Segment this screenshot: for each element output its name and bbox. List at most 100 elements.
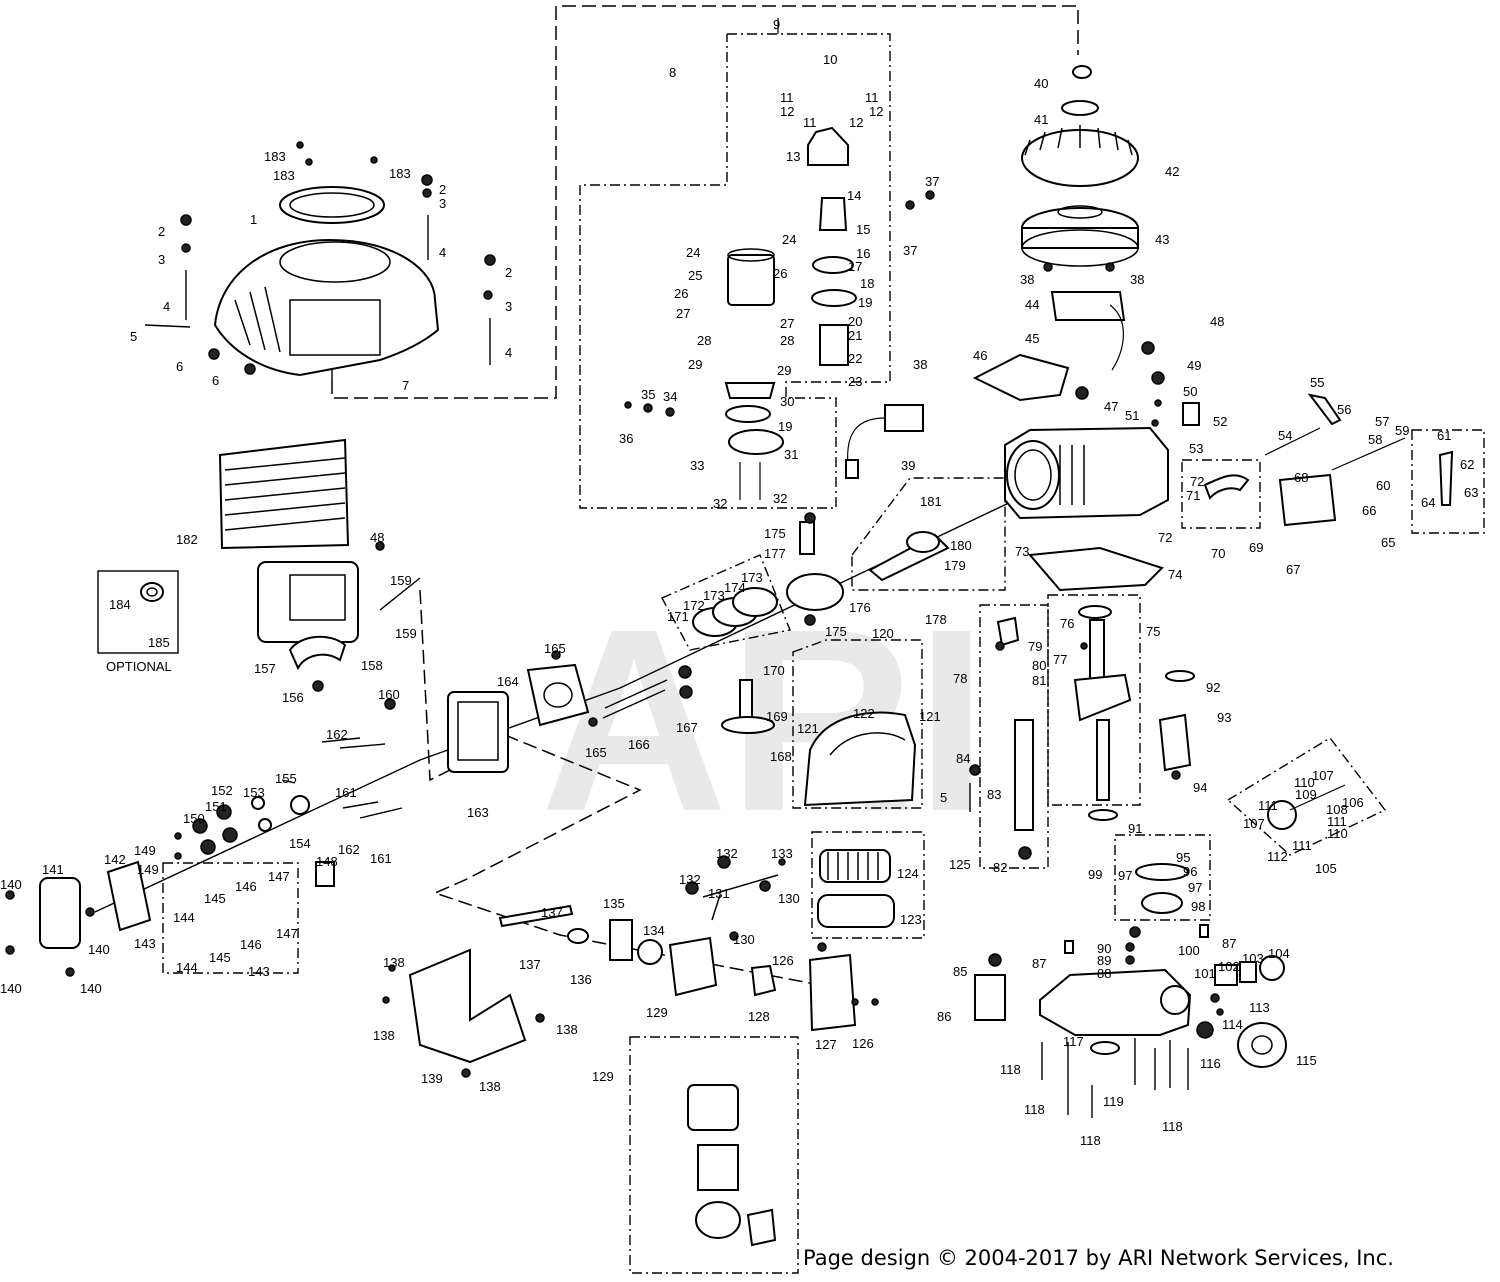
callout-20: 20 bbox=[848, 314, 862, 329]
callout-3a: 3 bbox=[158, 252, 165, 267]
callout-84: 84 bbox=[956, 751, 970, 766]
callout-79: 79 bbox=[1028, 639, 1042, 654]
callout-63: 63 bbox=[1464, 485, 1478, 500]
callout-7: 7 bbox=[402, 378, 409, 393]
callout-18: 18 bbox=[860, 276, 874, 291]
callout-172: 172 bbox=[683, 598, 705, 613]
callout-147a: 147 bbox=[268, 869, 290, 884]
callout-3b: 3 bbox=[505, 299, 512, 314]
callout-32a: 32 bbox=[713, 496, 727, 511]
callout-183c: 183 bbox=[389, 166, 411, 181]
callout-131: 131 bbox=[708, 886, 730, 901]
callout-143a: 143 bbox=[134, 936, 156, 951]
callout-89: 89 bbox=[1097, 953, 1111, 968]
callout-62: 62 bbox=[1460, 457, 1474, 472]
callout-64: 64 bbox=[1421, 495, 1435, 510]
callout-66: 66 bbox=[1362, 503, 1376, 518]
callout-28b: 28 bbox=[780, 333, 794, 348]
callout-25: 25 bbox=[688, 268, 702, 283]
callout-17: 17 bbox=[848, 259, 862, 274]
callout-140d: 140 bbox=[80, 981, 102, 996]
callout-118b: 118 bbox=[1024, 1102, 1045, 1117]
callout-90: 90 bbox=[1097, 941, 1111, 956]
blower-housing bbox=[213, 186, 440, 377]
callout-154: 154 bbox=[289, 836, 311, 851]
callout-165a: 165 bbox=[544, 641, 566, 656]
callout-133: 133 bbox=[771, 846, 793, 861]
callout-101: 101 bbox=[1194, 966, 1216, 981]
callout-27a: 27 bbox=[676, 306, 690, 321]
callout-121a: 121 bbox=[797, 721, 819, 736]
callout-77: 77 bbox=[1053, 652, 1067, 667]
callout-136: 136 bbox=[570, 972, 592, 987]
callout-105: 105 bbox=[1315, 861, 1337, 876]
callout-168: 168 bbox=[770, 749, 792, 764]
callout-6a: 6 bbox=[176, 359, 183, 374]
callout-27b: 27 bbox=[780, 316, 794, 331]
callout-183b: 183 bbox=[273, 168, 295, 183]
carburetor bbox=[498, 874, 857, 1032]
callout-116: 116 bbox=[1200, 1056, 1221, 1071]
callout-157: 157 bbox=[254, 661, 276, 676]
callout-107a: 107 bbox=[1312, 768, 1334, 783]
callout-158: 158 bbox=[361, 658, 383, 673]
callout-33: 33 bbox=[690, 458, 704, 473]
callout-139: 139 bbox=[421, 1071, 443, 1086]
callout-57: 57 bbox=[1375, 414, 1389, 429]
carburetor-detail bbox=[687, 1084, 777, 1247]
callout-156: 156 bbox=[282, 690, 304, 705]
callout-29b: 29 bbox=[777, 363, 791, 378]
callout-178: 178 bbox=[925, 612, 947, 627]
callout-31: 31 bbox=[784, 447, 798, 462]
callout-171: 171 bbox=[667, 609, 689, 624]
callout-69: 69 bbox=[1249, 540, 1263, 555]
callout-161b: 161 bbox=[370, 851, 392, 866]
callout-150: 150 bbox=[183, 811, 205, 826]
callout-130b: 130 bbox=[733, 932, 755, 947]
callout-144b: 144 bbox=[176, 960, 198, 975]
callout-126b: 126 bbox=[852, 1036, 874, 1051]
callout-108: 108 bbox=[1326, 802, 1348, 817]
callout-51: 51 bbox=[1125, 408, 1139, 423]
callout-12a: 12 bbox=[780, 104, 794, 119]
callout-183a: 183 bbox=[264, 149, 286, 164]
callout-82: 82 bbox=[993, 860, 1007, 875]
callout-137a: 137 bbox=[541, 905, 563, 920]
callout-72b: 72 bbox=[1158, 530, 1172, 545]
callout-5a: 5 bbox=[130, 329, 137, 344]
callout-5b: 5 bbox=[940, 790, 947, 805]
callout-42: 42 bbox=[1165, 164, 1179, 179]
callout-74: 74 bbox=[1168, 567, 1182, 582]
muffler bbox=[218, 438, 359, 671]
callout-109: 109 bbox=[1295, 787, 1317, 802]
callout-19b: 19 bbox=[778, 419, 792, 434]
callout-85: 85 bbox=[953, 964, 967, 979]
callout-126a: 126 bbox=[772, 953, 794, 968]
callout-124: 124 bbox=[897, 866, 919, 881]
callout-36: 36 bbox=[619, 431, 633, 446]
piston-and-rod bbox=[692, 521, 950, 637]
callout-32b: 32 bbox=[773, 491, 787, 506]
copyright-notice: Page design © 2004-2017 by ARI Network S… bbox=[803, 1246, 1394, 1270]
callout-110b: 110 bbox=[1327, 826, 1348, 841]
callout-11b: 11 bbox=[865, 90, 879, 105]
callout-52: 52 bbox=[1213, 414, 1227, 429]
callout-115: 115 bbox=[1296, 1053, 1317, 1068]
callout-22: 22 bbox=[848, 351, 862, 366]
camshaft bbox=[721, 679, 775, 734]
air-guide bbox=[408, 948, 527, 1064]
callout-159b: 159 bbox=[395, 626, 417, 641]
callout-72a: 72 bbox=[1190, 474, 1204, 489]
callout-6b: 6 bbox=[212, 373, 219, 388]
callout-125: 125 bbox=[949, 857, 971, 872]
callout-155: 155 bbox=[275, 771, 297, 786]
callout-175b: 175 bbox=[825, 624, 847, 639]
callout-38c: 38 bbox=[1130, 272, 1144, 287]
callout-160: 160 bbox=[378, 687, 400, 702]
callout-132a: 132 bbox=[716, 846, 738, 861]
callout-9: 9 bbox=[773, 17, 780, 32]
callout-162b: 162 bbox=[338, 842, 360, 857]
callout-107b: 107 bbox=[1243, 816, 1265, 831]
callout-67: 67 bbox=[1286, 562, 1300, 577]
